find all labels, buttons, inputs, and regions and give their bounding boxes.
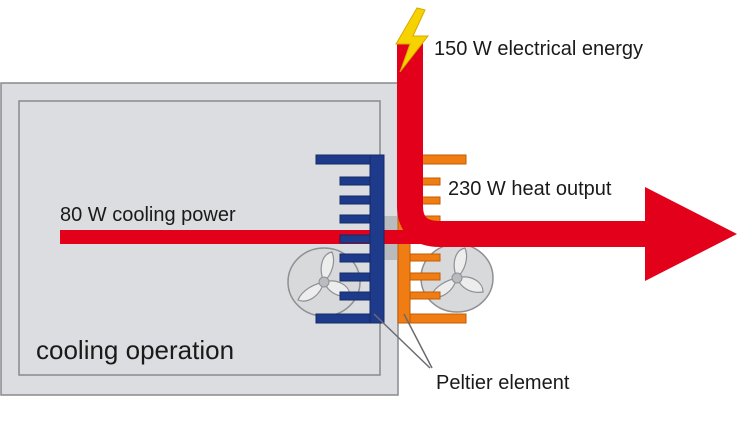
heat-output-arrowhead bbox=[645, 187, 737, 281]
cooling-power-arrow bbox=[60, 230, 500, 244]
mode-label: cooling operation bbox=[36, 335, 234, 365]
energy-flow bbox=[60, 42, 737, 281]
electrical-energy-arrow bbox=[397, 42, 650, 247]
lightning-icon bbox=[395, 7, 430, 73]
heat-output-label: 230 W heat output bbox=[448, 178, 612, 200]
electrical-energy-label: 150 W electrical energy bbox=[434, 38, 643, 60]
peltier-pointer bbox=[373, 313, 433, 369]
cold-side-heatsink bbox=[315, 154, 385, 324]
peltier-label: Peltier element bbox=[436, 372, 570, 394]
cooling-power-label: 80 W cooling power bbox=[60, 204, 236, 226]
